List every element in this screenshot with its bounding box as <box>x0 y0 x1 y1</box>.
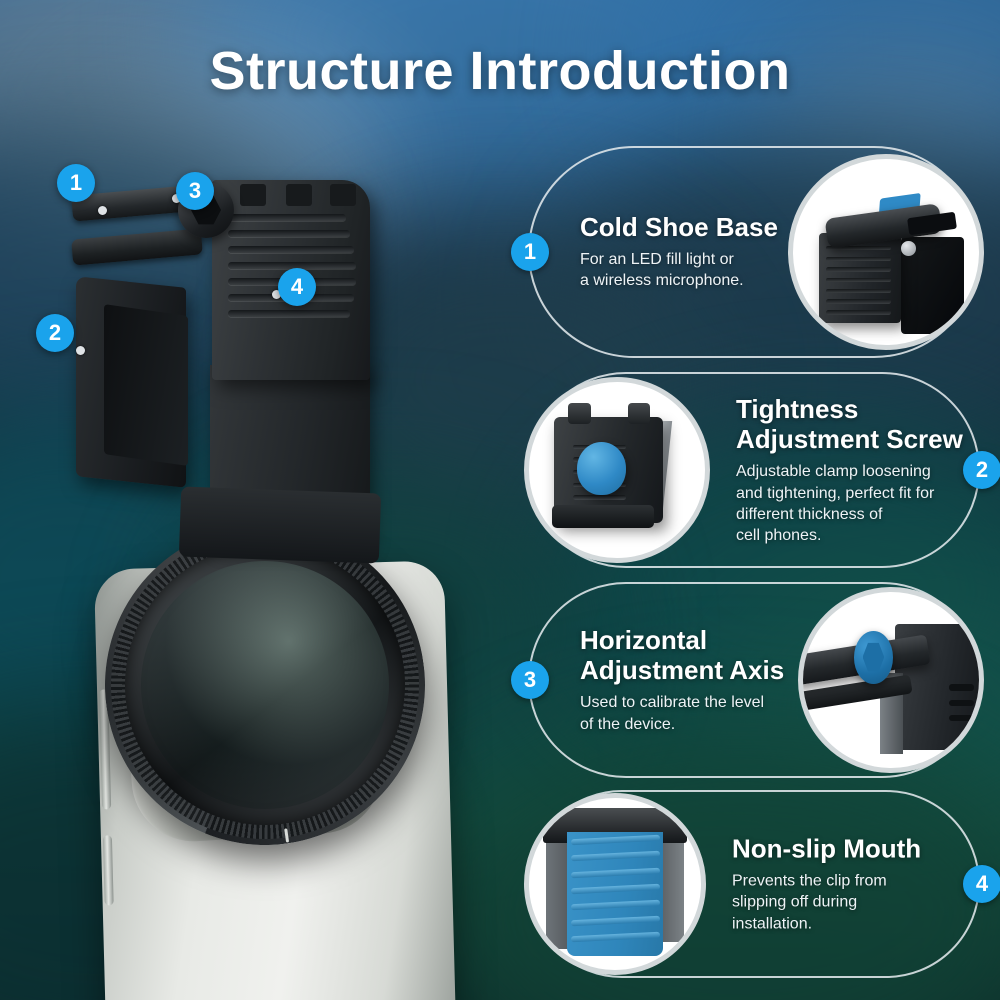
clip-rear-jaw-inner <box>104 304 188 466</box>
callout-photo-cold-shoe-base <box>788 154 984 350</box>
clip-foot <box>178 486 382 564</box>
product-marker-3[interactable]: 3 <box>176 172 214 210</box>
phone-clip <box>60 160 390 590</box>
phone-volume-button <box>102 835 114 906</box>
plate-slot <box>228 246 354 253</box>
callout-card-non-slip-mouth[interactable]: 4 Non-slip Mouth <box>524 790 1000 978</box>
callout-badge-3[interactable]: 3 <box>511 661 549 699</box>
callout-photo-non-slip-mouth <box>524 793 706 975</box>
product-marker-dot-1 <box>98 206 107 215</box>
callout-badge-1[interactable]: 1 <box>511 233 549 271</box>
callout-desc-2: Adjustable clamp loosening and tightenin… <box>736 463 935 544</box>
plate-notch <box>240 184 266 206</box>
callout-title-2: Tightness Adjustment Screw <box>736 393 963 454</box>
plate-slot <box>228 214 346 221</box>
product-marker-1[interactable]: 1 <box>57 164 95 202</box>
callout-text-4: Non-slip Mouth Prevents the clip from sl… <box>732 834 972 935</box>
callout-card-horizontal-adjustment-axis[interactable]: 3 Horizontal Adjustment Axis Used to cal… <box>511 582 984 778</box>
callout-card-cold-shoe-base[interactable]: 1 Cold Shoe Base For an LED fill light o… <box>511 146 984 358</box>
cold-shoe-arm-lower <box>71 228 203 266</box>
callout-title-3: Horizontal Adjustment Axis <box>580 625 785 686</box>
callout-desc-3: Used to calibrate the level of the devic… <box>580 694 765 733</box>
callout-title-4: Non-slip Mouth <box>732 833 922 864</box>
page-title: Structure Introduction <box>209 41 791 101</box>
callout-photo-horizontal-adjustment-axis <box>798 587 984 773</box>
callout-title-1: Cold Shoe Base <box>580 212 778 243</box>
product-marker-4[interactable]: 4 <box>278 268 316 306</box>
product-photo: 1 2 3 4 <box>0 150 520 1000</box>
callout-text-1: Cold Shoe Base For an LED fill light or … <box>580 212 820 292</box>
plate-notch <box>330 184 356 206</box>
plate-slot <box>228 230 350 237</box>
callout-desc-4: Prevents the clip from slipping off duri… <box>732 872 887 933</box>
callout-badge-4[interactable]: 4 <box>963 865 1000 903</box>
callout-desc-1: For an LED fill light or a wireless micr… <box>580 251 744 290</box>
product-marker-2[interactable]: 2 <box>36 314 74 352</box>
callout-card-tightness-adjustment-screw[interactable]: 2 Tightness Adjustment Sc <box>524 372 1000 568</box>
callout-text-3: Horizontal Adjustment Axis Used to calib… <box>580 625 830 735</box>
product-marker-dot-2 <box>76 346 85 355</box>
callout-photo-tightness-adjustment-screw <box>524 377 710 563</box>
callout-text-2: Tightness Adjustment Screw Adjustable cl… <box>736 394 976 546</box>
plate-notch <box>286 184 312 206</box>
plate-slot <box>228 310 350 317</box>
callout-badge-2[interactable]: 2 <box>963 451 1000 489</box>
